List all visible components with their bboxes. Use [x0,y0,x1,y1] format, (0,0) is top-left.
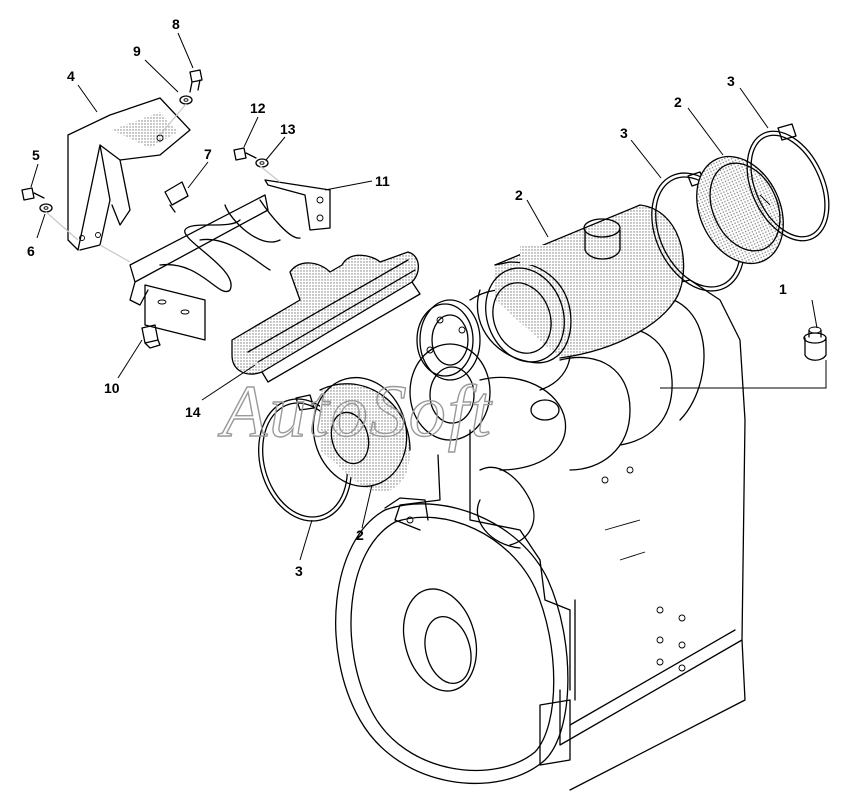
flywheel-housing [335,497,571,785]
callout-3-upper-right: 3 [727,73,735,89]
part-9-washer [179,95,193,105]
leader-lines [30,32,827,561]
mounting-plate [144,284,206,341]
part-10-nut [141,324,161,349]
callout-2-lower-element: 2 [356,527,364,543]
part-12-bolt [233,147,257,161]
assembly-guides [45,103,281,263]
air-cleaner-canister [476,204,685,364]
callout-6: 6 [27,243,35,259]
callout-2-upper-element: 2 [674,94,682,110]
part-5-bolt [21,187,45,201]
filter-element-upper [696,155,784,265]
callout-11: 11 [375,173,390,189]
engine-block [394,279,746,791]
callout-3-upper-left: 3 [620,125,628,141]
wire-frame [129,179,331,306]
part-7-bracket [164,181,189,213]
part-13-washer [255,158,269,168]
part-1-cap [803,326,827,361]
callout-13: 13 [280,121,296,137]
callout-7: 7 [204,146,212,162]
part-8-bolt [189,69,203,93]
callout-14: 14 [185,404,201,420]
part-6-washer [39,203,53,213]
callout-12: 12 [250,100,266,116]
callout-2-canister: 2 [515,187,523,203]
callout-5: 5 [32,147,40,163]
callout-9: 9 [133,43,141,59]
callout-10: 10 [104,380,120,396]
callout-labels: 1 2 2 2 3 3 3 4 5 6 7 8 9 10 11 12 13 14 [27,16,787,579]
filter-element-lower [312,376,411,492]
watermark: AutoSoft [217,371,493,453]
part-4-shield [67,97,191,251]
part-14-precleaner [231,251,421,383]
callout-3-lower: 3 [295,563,303,579]
callout-1: 1 [779,281,787,297]
callout-4: 4 [67,68,75,84]
mounting-flange [416,303,474,377]
clamp-ring-upper-right [746,123,830,242]
callout-8: 8 [172,16,180,32]
